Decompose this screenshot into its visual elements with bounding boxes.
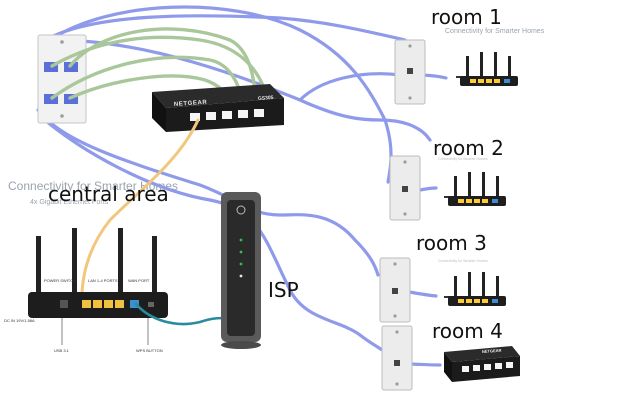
label-room3: room 3 (416, 231, 487, 255)
orange-cable-uplink (80, 118, 200, 312)
router-label-dc: DC IN 19V/1.58A (4, 318, 35, 323)
label-central-area: central area (48, 182, 169, 206)
watermark-room3: Connectivity for Smarter Homes (438, 259, 488, 263)
teal-cable-wan (134, 302, 230, 326)
blue-cable-runs (36, 5, 448, 367)
label-room4: room 4 (432, 319, 503, 343)
central-router: POWER SWITCH LAN 1-4 PORTS WAN PORT DC I… (4, 228, 168, 353)
label-room2: room 2 (433, 136, 504, 160)
router-label-lan: LAN 1-4 PORTS (88, 278, 118, 283)
switch-brand: NETGEAR (174, 100, 208, 108)
switch-model: GS305 (258, 95, 274, 102)
central-switch: NETGEAR GS305 (152, 84, 284, 132)
room3-wall-plate (379, 257, 411, 323)
room2-router (444, 172, 506, 206)
watermark-large-sub: 4x Gigabit Ethernet Ports (30, 199, 109, 206)
router-label-usb: USB 3.1 (54, 348, 70, 353)
router-label-wps: WPS BUTTON (136, 348, 163, 353)
room4-switch-brand: NETGEAR (482, 348, 502, 354)
central-wall-plate (37, 34, 87, 124)
label-room1: room 1 (431, 5, 502, 29)
watermark-room2: Connectivity for Smarter Homes (438, 157, 488, 161)
room2-wall-plate (389, 155, 421, 221)
watermark-large: Connectivity for Smarter Homes (8, 179, 178, 193)
room4-wall-plate (381, 325, 413, 391)
router-label-power: POWER SWITCH (44, 278, 76, 283)
room1-router (456, 52, 518, 86)
router-label-wan: WAN PORT (128, 278, 150, 283)
room1-wall-plate (394, 39, 426, 105)
isp-modem (221, 192, 261, 349)
label-isp: ISP (268, 278, 299, 302)
room4-switch: NETGEAR (444, 346, 520, 382)
room3-router (444, 272, 506, 306)
watermark-room1: Connectivity for Smarter Homes (445, 28, 545, 35)
